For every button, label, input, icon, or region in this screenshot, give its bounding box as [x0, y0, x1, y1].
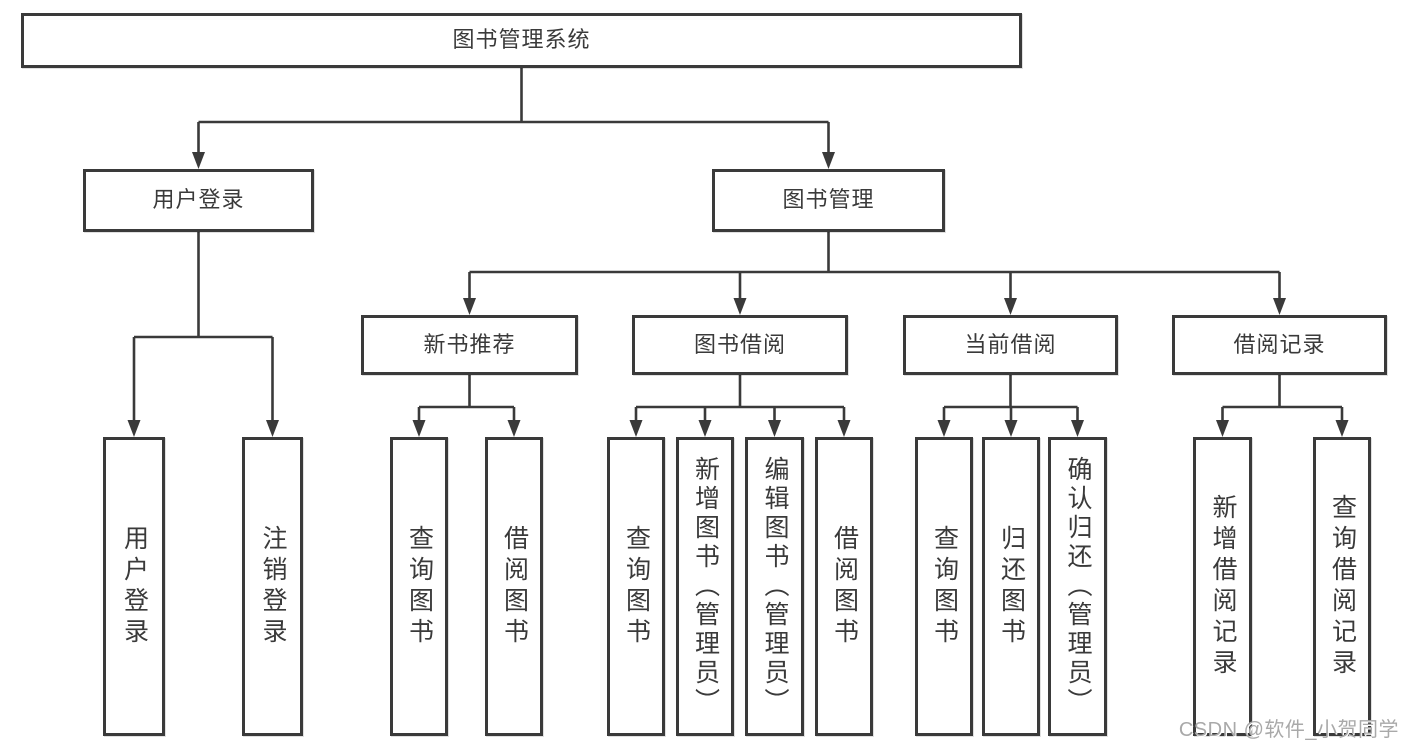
leaf-add-books-admin: 新增图书（管理员） [676, 437, 734, 736]
leaf-return-books: 归还图书 [982, 437, 1040, 736]
leaf-edit-books-admin: 编辑图书（管理员） [745, 437, 804, 736]
node-user-login: 用户登录 [83, 169, 314, 232]
node-new-book-recommend: 新书推荐 [361, 315, 578, 375]
node-book-borrow: 图书借阅 [632, 315, 848, 375]
leaf-borrow-query-books: 查询图书 [607, 437, 665, 736]
leaf-add-borrow-record: 新增借阅记录 [1193, 437, 1252, 736]
node-book-management: 图书管理 [712, 169, 945, 232]
node-current-borrow: 当前借阅 [903, 315, 1118, 375]
leaf-user-login: 用户登录 [103, 437, 165, 736]
leaf-confirm-return-admin: 确认归还（管理员） [1048, 437, 1107, 736]
leaf-current-query-books: 查询图书 [915, 437, 973, 736]
leaf-logout: 注销登录 [242, 437, 303, 736]
leaf-recommend-query-books: 查询图书 [390, 437, 448, 736]
csdn-watermark: CSDN @软件_小贺同学 [1178, 719, 1399, 741]
leaf-recommend-borrow-books: 借阅图书 [485, 437, 543, 736]
leaf-borrow-books: 借阅图书 [815, 437, 873, 736]
leaf-query-borrow-record: 查询借阅记录 [1313, 437, 1371, 736]
node-borrow-records: 借阅记录 [1172, 315, 1387, 375]
node-library-system: 图书管理系统 [21, 13, 1022, 68]
